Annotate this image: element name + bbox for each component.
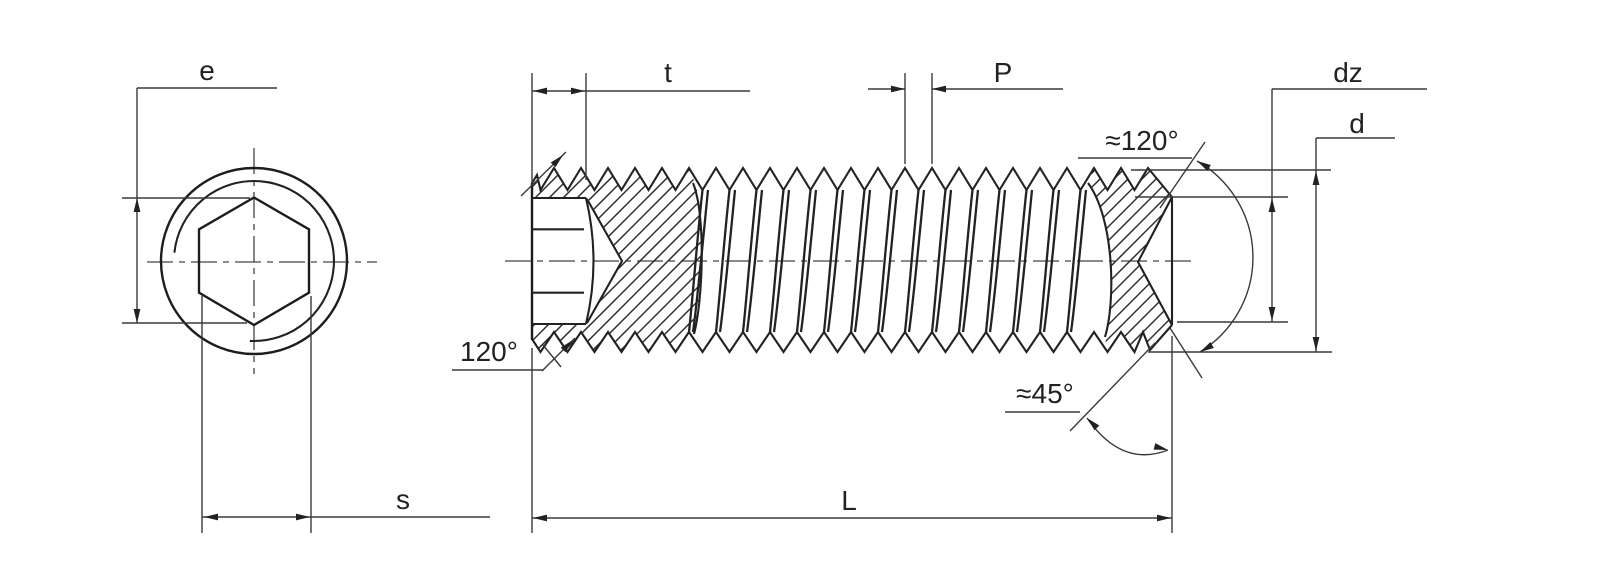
dimension-e: e	[122, 55, 277, 324]
dimension-dz: dz	[1135, 57, 1427, 323]
dimension-s: s	[201, 296, 490, 533]
dimension-arrowheads	[133, 85, 1320, 522]
dimension-label-L: L	[841, 485, 857, 516]
dimension-socket-angle: 120°	[452, 151, 576, 372]
thread-helix-lines	[687, 189, 1088, 333]
dimension-label-s: s	[396, 484, 410, 515]
dimension-label-socket-angle: 120°	[460, 336, 518, 367]
dimension-label-dz: dz	[1333, 57, 1363, 88]
chamfer-circle-arc	[173, 179, 335, 342]
dimension-cup-angle: ≈120°	[1078, 125, 1254, 379]
dimension-chamfer-angle: ≈45°	[1005, 342, 1169, 456]
dimension-L: L	[531, 336, 1173, 533]
dimension-label-t: t	[664, 57, 672, 88]
hex-socket-outline	[197, 196, 311, 327]
outer-diameter-circle	[159, 166, 349, 356]
dimension-label-d: d	[1349, 108, 1365, 139]
dimension-P: P	[868, 57, 1063, 164]
dimension-label-cup-angle: ≈120°	[1105, 125, 1178, 156]
right-break-line	[1087, 182, 1113, 338]
hex-socket-section	[532, 196, 624, 326]
cup-point-section	[1136, 196, 1174, 326]
dimension-label-chamfer-angle: ≈45°	[1016, 378, 1074, 409]
end-view: e s	[122, 55, 490, 533]
side-view: t P L dz d	[452, 57, 1427, 533]
socket-cone-bottom	[586, 198, 624, 324]
dimension-label-e: e	[199, 55, 215, 86]
cup-cone	[1136, 196, 1173, 326]
socket-chamfer-arc	[584, 197, 595, 325]
dimension-label-P: P	[994, 57, 1013, 88]
dimension-t: t	[531, 57, 750, 183]
upper-thread-profile	[531, 165, 1173, 198]
